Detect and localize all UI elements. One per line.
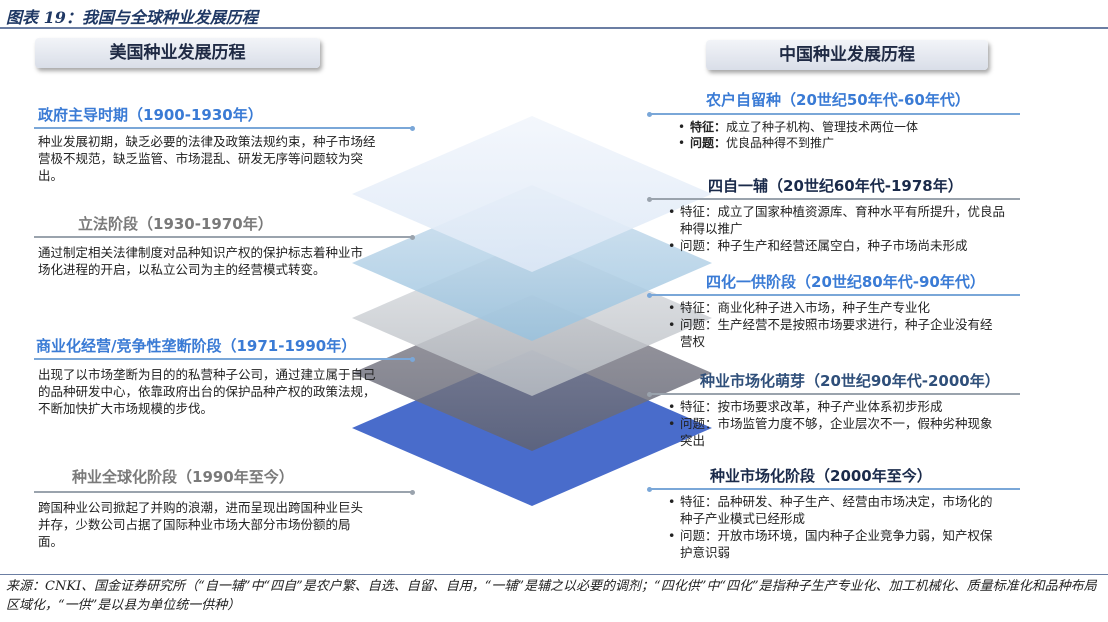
cn-stage-2-problem: 问题：种子生产和经营还属空白，种子市场尚未形成 <box>664 237 1014 254</box>
cn-stage-2-feature: 特征：成立了国家种植资源库、育种水平有所提升，优良品种得以推广 <box>664 203 1014 237</box>
us-stage-3-desc: 出现了以市场垄断为目的的私营种子公司，通过建立属于自己的品种研发中心，依靠政府出… <box>38 367 376 416</box>
us-stage-3-title: 商业化经营/竞争性垄断阶段（1971-1990年） <box>36 337 357 355</box>
cn-header: 中国种业发展历程 <box>706 40 988 70</box>
us-stage-1-desc: 种业发展初期，缺乏必要的法律及政策法规约束，种子市场经营极不规范，缺乏监管、市场… <box>38 134 376 183</box>
cn-stage-4-problem: 问题：市场监管力度不够，企业层次不一，假种劣种现象突出 <box>664 415 994 449</box>
cn-stage-3-title: 四化一供阶段（20世纪80年代-90年代） <box>706 273 985 291</box>
cn-stage-1-bullets: 特征：成立了种子机构、管理技术两位一体 问题：优良品种得不到推广 <box>662 119 1022 151</box>
cn-stage-4-feature: 特征：按市场要求改革，种子产业体系初步形成 <box>664 398 994 415</box>
cn-stage-3-bullets: 特征：商业化种子进入市场，种子生产专业化 问题：生产经营不是按照市场要求进行，种… <box>664 299 1004 350</box>
cn-stage-1-feature: 特征：成立了种子机构、管理技术两位一体 <box>662 119 1022 135</box>
us-stage-4-desc: 跨国种业公司掀起了并购的浪潮，进而呈现出跨国种业巨头并存，少数公司占据了国际种业… <box>38 500 364 549</box>
cn-stage-1-title: 农户自留种（20世纪50年代-60年代） <box>706 91 970 109</box>
cn-stage-5-title: 种业市场化阶段（2000年至今） <box>710 467 932 485</box>
cn-stage-4-leader <box>647 391 1020 397</box>
bottom-divider <box>0 574 1108 575</box>
cn-stage-2-title: 四自一辅（20世纪60年代-1978年） <box>708 177 963 195</box>
us-stage-1-title: 政府主导时期（1900-1930年） <box>38 106 263 124</box>
cn-stage-3-problem: 问题：生产经营不是按照市场要求进行，种子企业没有经营权 <box>664 316 1004 350</box>
cn-stage-3-feature: 特征：商业化种子进入市场，种子生产专业化 <box>664 299 1004 316</box>
cn-stage-5-bullets: 特征：品种研发、种子生产、经营由市场决定，市场化的种子产业模式已经形成 问题：开… <box>664 493 1004 561</box>
cn-stage-5-leader <box>647 486 1020 492</box>
cn-stage-3-leader <box>647 292 1020 298</box>
cn-stage-5-feature: 特征：品种研发、种子生产、经营由市场决定，市场化的种子产业模式已经形成 <box>664 493 1004 527</box>
us-header: 美国种业发展历程 <box>35 38 320 68</box>
cn-stage-2-leader <box>647 196 1020 202</box>
cn-stage-4-title: 种业市场化萌芽（20世纪90年代-2000年） <box>700 372 1000 390</box>
cn-stage-4-bullets: 特征：按市场要求改革，种子产业体系初步形成 问题：市场监管力度不够，企业层次不一… <box>664 398 994 449</box>
us-stage-3-leader <box>34 356 415 362</box>
cn-stage-2-bullets: 特征：成立了国家种植资源库、育种水平有所提升，优良品种得以推广 问题：种子生产和… <box>664 203 1014 254</box>
layer-top <box>352 116 712 272</box>
cn-stage-5-problem: 问题：开放市场环境，国内种子企业竞争力弱，知产权保护意识弱 <box>664 527 1004 561</box>
us-stage-2-title: 立法阶段（1930-1970年） <box>78 215 273 233</box>
cn-stage-1-problem: 问题：优良品种得不到推广 <box>662 135 1022 151</box>
cn-stage-1-leader <box>647 111 1020 117</box>
source-note: 来源：CNKI、国金证券研究所（“自一辅”中“四自”是农户繁、自选、自留、自用，… <box>6 579 1097 613</box>
us-stage-2-desc: 通过制定相关法律制度对品种知识产权的保护标志着种业市场化进程的开启，以私立公司为… <box>38 245 364 277</box>
us-stage-1-leader <box>34 125 415 131</box>
us-stage-4-title: 种业全球化阶段（1990年至今） <box>72 468 294 486</box>
top-divider <box>0 27 1108 29</box>
figure-title: 图表 19：我国与全球种业发展历程 <box>6 8 258 27</box>
us-stage-4-leader <box>34 489 415 495</box>
us-stage-2-leader <box>34 234 415 240</box>
